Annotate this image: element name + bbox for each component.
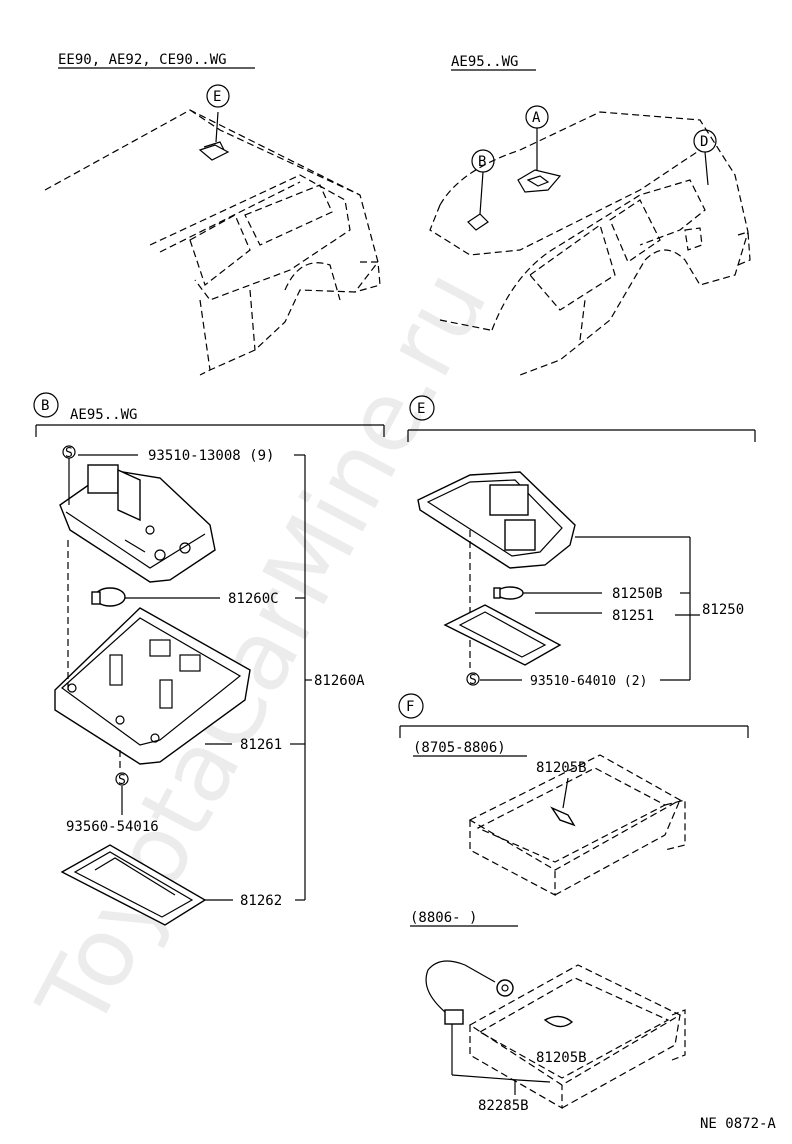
gasket-e [443, 604, 602, 666]
figure-code: NE 0872-A [700, 1116, 776, 1132]
callout-e-overview: E [206, 84, 230, 108]
label-e-screw: 93510-64010 (2) [530, 674, 647, 689]
bulb-b [91, 587, 220, 607]
label-e-gasket: 81251 [612, 608, 654, 624]
screw-e: S [466, 672, 522, 688]
svg-text:E: E [417, 401, 425, 417]
label-f-period-1: (8705-8806) [413, 740, 506, 756]
section-b-header: B AE95..WG [33, 392, 385, 437]
section-e-header: E [407, 395, 756, 442]
lamp-box-f-early [468, 754, 686, 896]
overview-right-caption: AE95..WG [451, 54, 518, 70]
wire-harness-f [425, 960, 514, 1075]
label-f-part-3: 82285B [478, 1098, 529, 1114]
svg-text:F: F [406, 699, 414, 715]
svg-text:A: A [532, 110, 541, 126]
label-e-assembly: 81250 [702, 602, 744, 618]
watermark: ToyotaCarMine.ru [16, 253, 509, 1047]
label-f-period-2: (8806- ) [410, 910, 477, 926]
svg-text:S: S [65, 446, 73, 461]
label-b-screw-bottom: 93560-54016 [66, 819, 159, 835]
svg-text:AE95..WG: AE95..WG [70, 407, 137, 423]
section-f-header: F [398, 693, 749, 738]
overview-left-caption: EE90, AE92, CE90..WG [58, 52, 227, 68]
housing-b [54, 607, 251, 765]
car-body-right [429, 111, 751, 376]
label-f-part-1: 81205B [536, 760, 587, 776]
label-b-screw-top: 93510-13008 (9) [148, 448, 274, 464]
label-e-bulb: 81250B [612, 586, 663, 602]
svg-text:B: B [478, 154, 486, 170]
bulb-e [493, 586, 602, 600]
svg-text:E: E [213, 89, 221, 105]
bracket-e-assembly [660, 537, 700, 681]
screw-bottom-b: S [115, 772, 129, 815]
screw-top-b: S [62, 445, 138, 505]
label-b-bulb: 81260C [228, 591, 279, 607]
label-b-lens: 81262 [240, 893, 282, 909]
label-f-part-2: 81205B [536, 1050, 587, 1066]
label-b-housing: 81261 [240, 737, 282, 753]
svg-text:B: B [41, 398, 49, 414]
svg-text:D: D [700, 134, 708, 150]
lamp-box-f-late [468, 964, 686, 1110]
bracket-b-assembly [290, 454, 312, 901]
car-body-left [44, 109, 381, 376]
callout-a-overview: A [525, 105, 549, 129]
callout-d-overview: D [693, 129, 717, 153]
label-b-assembly: 81260A [314, 673, 365, 689]
svg-text:S: S [118, 773, 126, 788]
bracket-f-harness [451, 1074, 551, 1095]
svg-text:S: S [469, 673, 477, 688]
lamp-base-b [59, 464, 216, 583]
lens-b [60, 844, 233, 926]
callout-b-overview: B [471, 149, 495, 173]
lamp-base-e [417, 471, 690, 569]
